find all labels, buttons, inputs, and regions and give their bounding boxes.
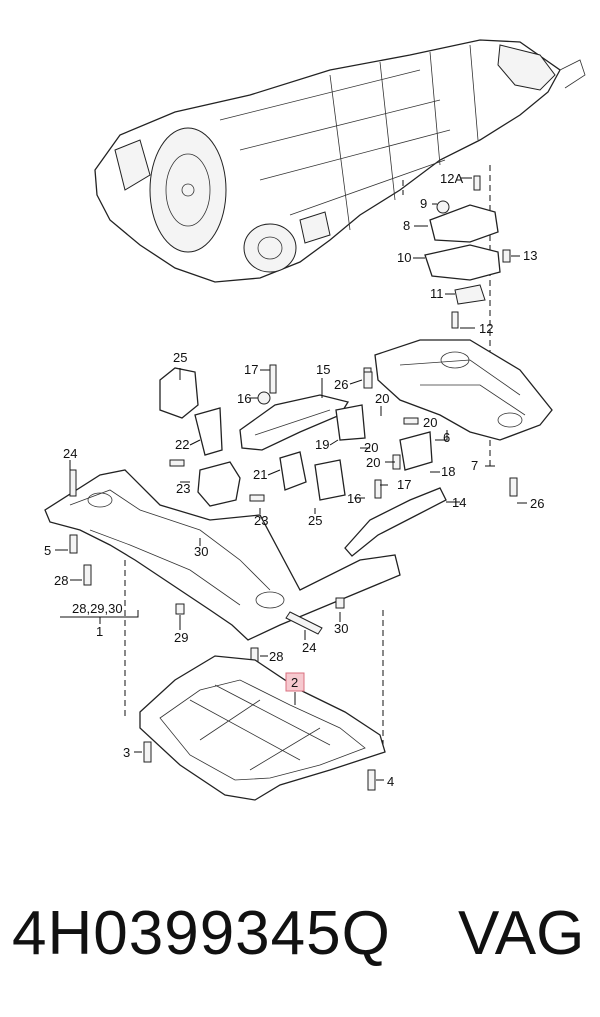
callout-18: 18 bbox=[441, 464, 455, 479]
callout-23-upper: 23 bbox=[176, 481, 190, 496]
callout-25-lower: 25 bbox=[308, 513, 322, 528]
part-number: 4H0399345Q bbox=[12, 899, 391, 968]
callout-30-left: 30 bbox=[194, 544, 208, 559]
callout-group-28-29-30: 28,29,30 bbox=[72, 601, 123, 616]
callout-4: 4 bbox=[387, 774, 394, 789]
callout-14: 14 bbox=[452, 495, 466, 510]
brand-name: VAG bbox=[458, 899, 585, 968]
callout-20-mid: 20 bbox=[364, 440, 378, 455]
heat-shield bbox=[239, 364, 382, 501]
callout-17-top: 17 bbox=[244, 362, 258, 377]
callout-6: 6 bbox=[443, 430, 450, 445]
callout-12: 12 bbox=[479, 321, 493, 336]
callout-29: 29 bbox=[174, 630, 188, 645]
callout-20-top: 20 bbox=[375, 391, 389, 406]
callout-26-right: 26 bbox=[530, 496, 544, 511]
callout-3: 3 bbox=[123, 745, 130, 760]
callout-23-lower: 23 bbox=[254, 513, 268, 528]
callout-1: 1 bbox=[96, 624, 103, 639]
callout-16-top: 16 bbox=[237, 391, 251, 406]
engine-mount-left bbox=[159, 367, 265, 533]
callout-11: 11 bbox=[430, 286, 444, 301]
callout-15: 15 bbox=[316, 362, 330, 377]
callout-2-highlighted: 2 bbox=[291, 675, 298, 690]
transmission-illustration bbox=[94, 39, 586, 283]
support-brace bbox=[344, 417, 447, 557]
callout-7: 7 bbox=[471, 458, 478, 473]
callout-12a: 12A bbox=[440, 171, 463, 186]
callout-24-left: 24 bbox=[63, 446, 77, 461]
callout-10: 10 bbox=[397, 250, 411, 265]
transmission-crossmember bbox=[363, 339, 553, 497]
callout-5: 5 bbox=[44, 543, 51, 558]
callout-24-lower: 24 bbox=[302, 640, 316, 655]
callout-20-lower: 20 bbox=[366, 455, 380, 470]
callout-28-left: 28 bbox=[54, 573, 68, 588]
underbody-guard bbox=[139, 655, 386, 801]
callout-8: 8 bbox=[403, 218, 410, 233]
callout-9: 9 bbox=[420, 196, 427, 211]
callout-17-lower: 17 bbox=[397, 477, 411, 492]
leader-lines bbox=[55, 177, 527, 781]
callout-13: 13 bbox=[523, 248, 537, 263]
callout-16-lower: 16 bbox=[347, 491, 361, 506]
callout-21: 21 bbox=[253, 467, 267, 482]
subframe-crossmember bbox=[44, 469, 401, 669]
exploded-parts-diagram: 12A 9 8 10 13 11 12 25 17 15 26 16 20 22… bbox=[44, 39, 586, 801]
transmission-mount-assembly bbox=[424, 175, 511, 329]
callout-28-lower: 28 bbox=[269, 649, 283, 664]
callout-25-top: 25 bbox=[173, 350, 187, 365]
callout-30-right: 30 bbox=[334, 621, 348, 636]
callout-20-right: 20 bbox=[423, 415, 437, 430]
callout-22: 22 bbox=[175, 437, 189, 452]
callout-labels: 12A 9 8 10 13 11 12 25 17 15 26 16 20 22… bbox=[44, 171, 544, 789]
callout-26-top: 26 bbox=[334, 377, 348, 392]
callout-19: 19 bbox=[315, 437, 329, 452]
